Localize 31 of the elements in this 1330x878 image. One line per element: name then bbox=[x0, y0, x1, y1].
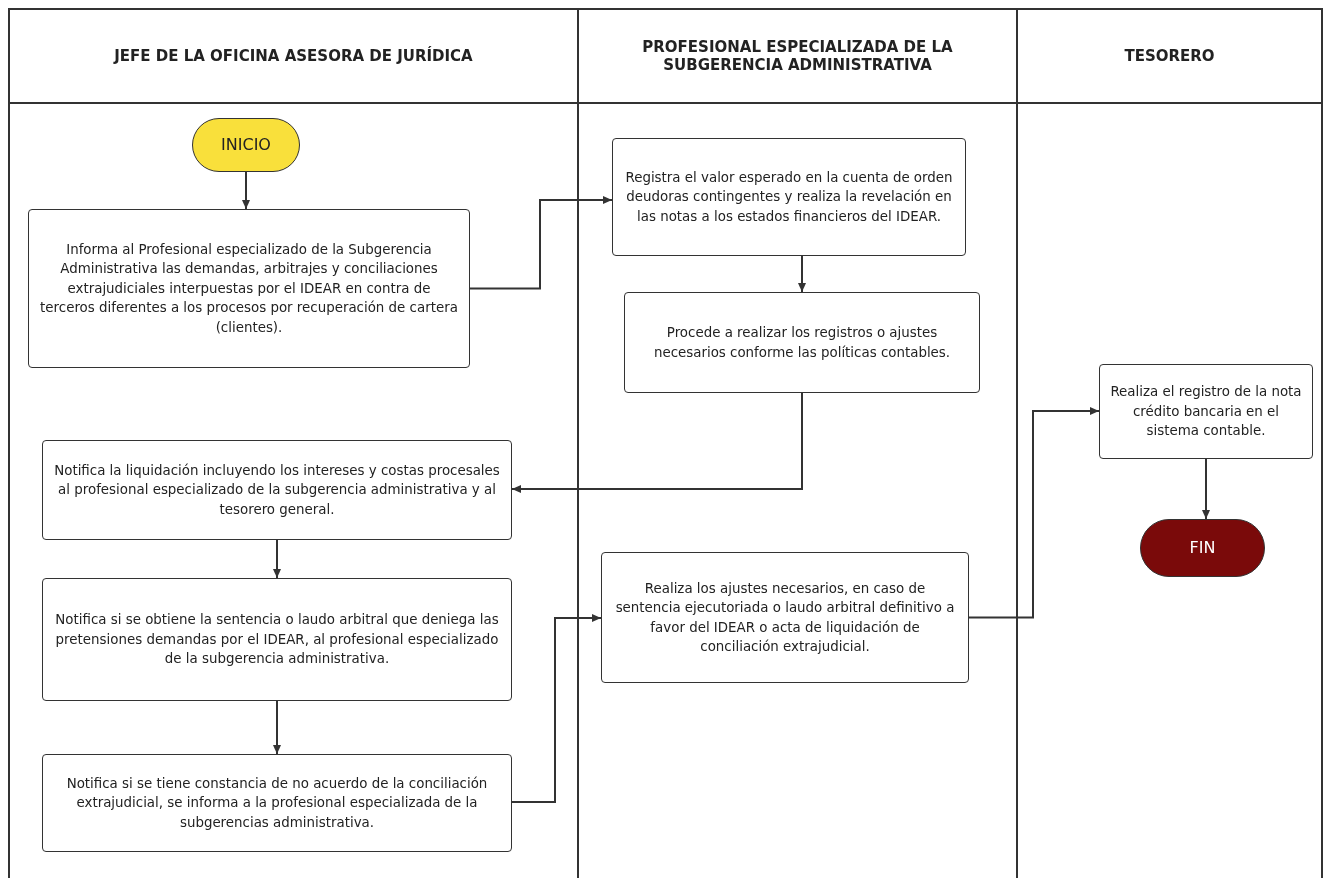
process-box bbox=[42, 578, 512, 701]
process-box bbox=[612, 138, 966, 256]
node-text: Notifica si se tiene constancia de no acuerdo de la conciliación extrajudicial, se informa a la profesional especializada de la subgerencias administrativa. bbox=[65, 774, 489, 832]
swimlane bbox=[1016, 8, 1323, 878]
process-box bbox=[28, 209, 470, 368]
node-text: Notifica si se obtiene la sentencia o laudo arbitral que deniega las pretensiones demandas por el IDEAR, al profesional especializado de la subgerencia administrativa. bbox=[54, 611, 500, 669]
arrow bbox=[242, 171, 250, 210]
lane-header: TESORERO bbox=[1018, 10, 1321, 104]
arrow bbox=[511, 614, 602, 803]
node-text: Registra el valor esperado en la cuenta de orden deudoras contingentes y realiza la revelación en las notas a los estados financieros del IDEAR. bbox=[624, 168, 954, 226]
process-box bbox=[42, 754, 512, 852]
node-text: Realiza el registro de la nota crédito bancaria en el sistema contable. bbox=[1110, 383, 1302, 441]
swimlane bbox=[8, 8, 579, 878]
arrow bbox=[273, 539, 281, 579]
arrow bbox=[469, 196, 613, 290]
process-box bbox=[624, 292, 980, 393]
node-text: Notifica la liquidación incluyendo los intereses y costas procesales al profesional especializado de la subgerencia administrativa y al tesorero general. bbox=[53, 461, 501, 519]
arrow bbox=[273, 700, 281, 755]
terminator-pill bbox=[192, 118, 300, 172]
process-box bbox=[1099, 364, 1313, 459]
process-box bbox=[42, 440, 512, 540]
node-text: Informa al Profesional especializado de la Subgerencia Administrativa las demandas, arbitrajes y conciliaciones extrajudiciales interpuestas por el IDEAR en contra de terceros diferentes a los procesos por recuperación de cartera (clientes). bbox=[39, 240, 459, 337]
node-text: Procede a realizar los registros o ajustes necesarios conforme las políticas contables. bbox=[652, 324, 952, 362]
arrow bbox=[511, 392, 803, 493]
arrow bbox=[968, 407, 1100, 619]
node-text: Realiza los ajustes necesarios, en caso de sentencia ejecutoriada o laudo arbitral definitivo a favor del IDEAR o acta de liquidación de conciliación extrajudicial. bbox=[614, 579, 956, 656]
arrow bbox=[798, 255, 806, 293]
node-text: FIN bbox=[1189, 537, 1216, 560]
process-box bbox=[601, 552, 969, 683]
arrow bbox=[1202, 458, 1210, 520]
node-text: INICIO bbox=[221, 134, 271, 157]
